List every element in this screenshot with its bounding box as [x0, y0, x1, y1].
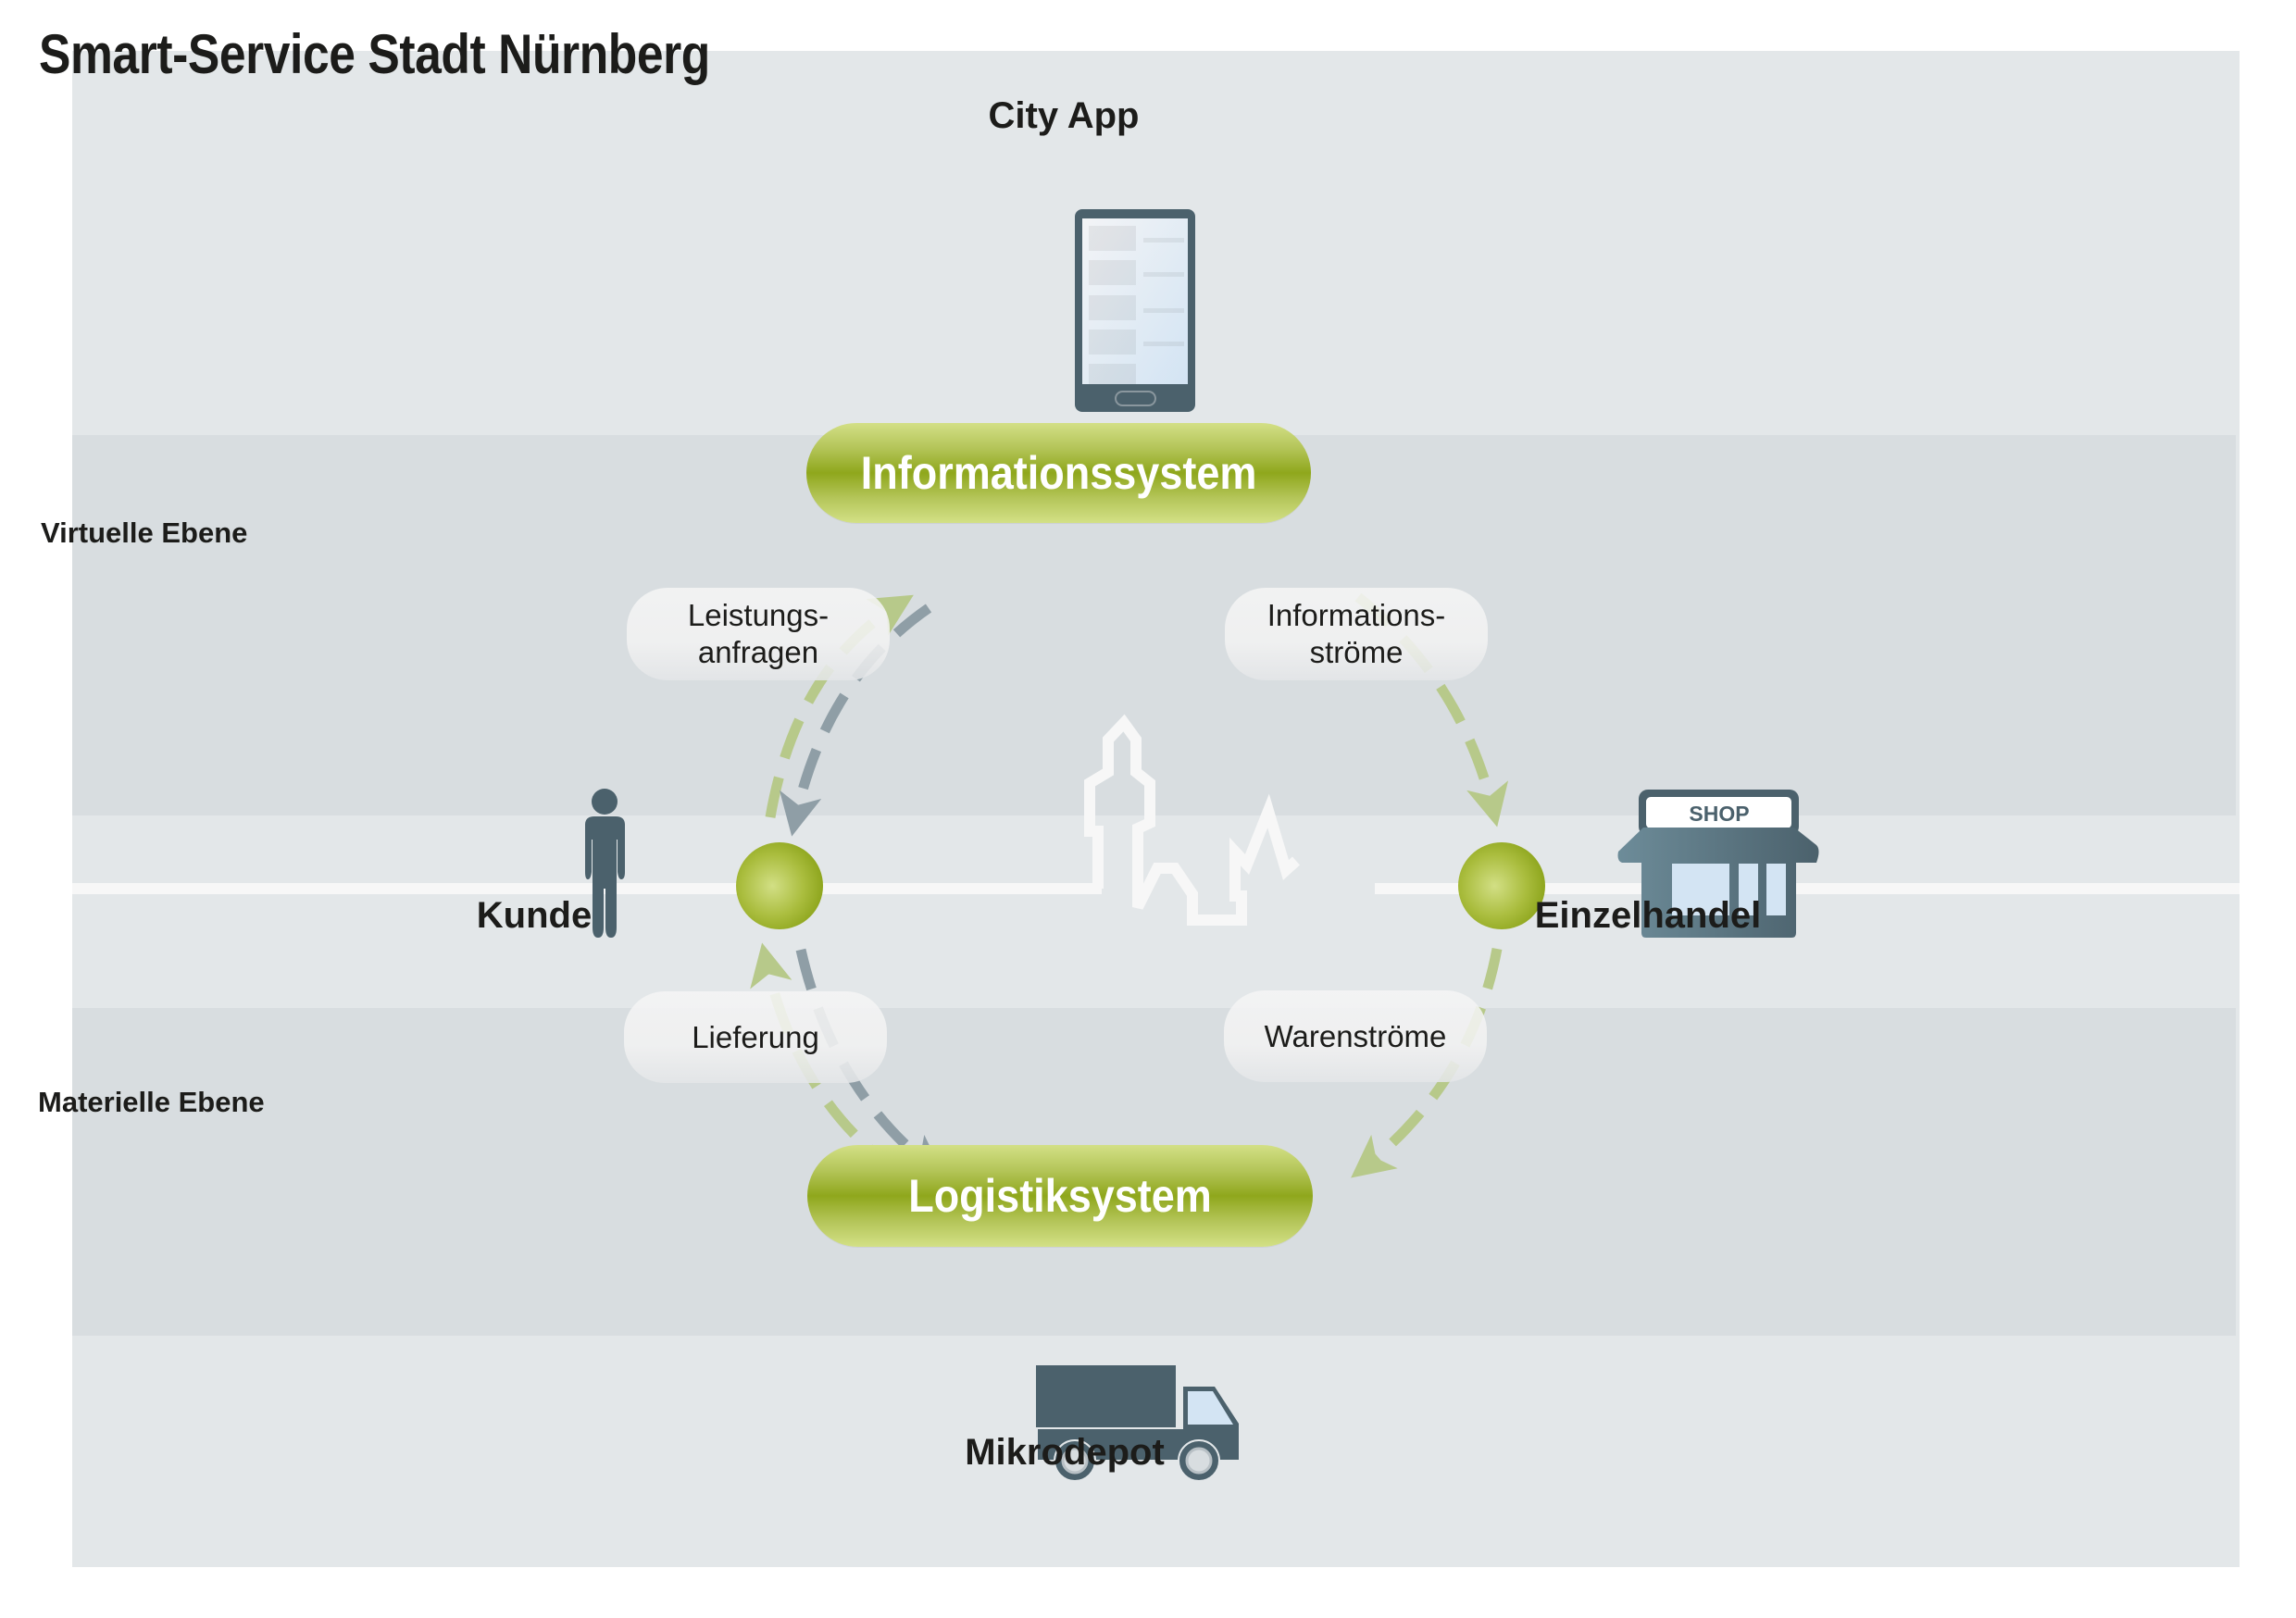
truck-icon — [1036, 1365, 1239, 1482]
micro-depot-label: Mikrodepot — [965, 1432, 1165, 1473]
retail-label: Einzelhandel — [1534, 895, 1762, 936]
information-response-arrow — [779, 604, 932, 837]
information-flows-label-line2: ströme — [1309, 635, 1404, 669]
information-system-label: Informationssystem — [860, 447, 1257, 499]
shop-icon: SHOP — [1617, 790, 1819, 938]
smartphone-icon — [1075, 209, 1195, 412]
page-title: Smart-Service Stadt Nürnberg — [39, 23, 710, 85]
delivery-box: Lieferung — [624, 991, 887, 1083]
customer-label: Kunde — [476, 895, 593, 936]
service-requests-label-line2: anfragen — [697, 635, 819, 669]
logistics-system-node: Logistiksystem — [807, 1145, 1313, 1247]
information-flows-box: Informations- ströme — [1225, 588, 1488, 680]
service-requests-box: Leistungs- anfragen — [627, 588, 890, 680]
information-flows-label-line1: Informations- — [1267, 598, 1446, 632]
delivery-label: Lieferung — [692, 1019, 819, 1054]
information-system-node: Informationssystem — [806, 423, 1311, 523]
shop-sign-text: SHOP — [1689, 802, 1749, 826]
customer-junction-node — [736, 842, 823, 929]
goods-flows-box: Warenströme — [1224, 990, 1487, 1082]
city-app-label: City App — [988, 95, 1140, 136]
material-layer-label: Materielle Ebene — [38, 1086, 265, 1118]
service-requests-label-line1: Leistungs- — [687, 598, 830, 632]
retail-junction-node — [1458, 842, 1545, 929]
skyline-icon — [1084, 714, 1301, 926]
logistics-system-label: Logistiksystem — [908, 1170, 1212, 1222]
person-icon — [585, 789, 625, 938]
service-request-arrow — [765, 594, 914, 818]
goods-flows-label: Warenströme — [1264, 1018, 1447, 1053]
virtual-layer-label: Virtuelle Ebene — [41, 517, 248, 549]
